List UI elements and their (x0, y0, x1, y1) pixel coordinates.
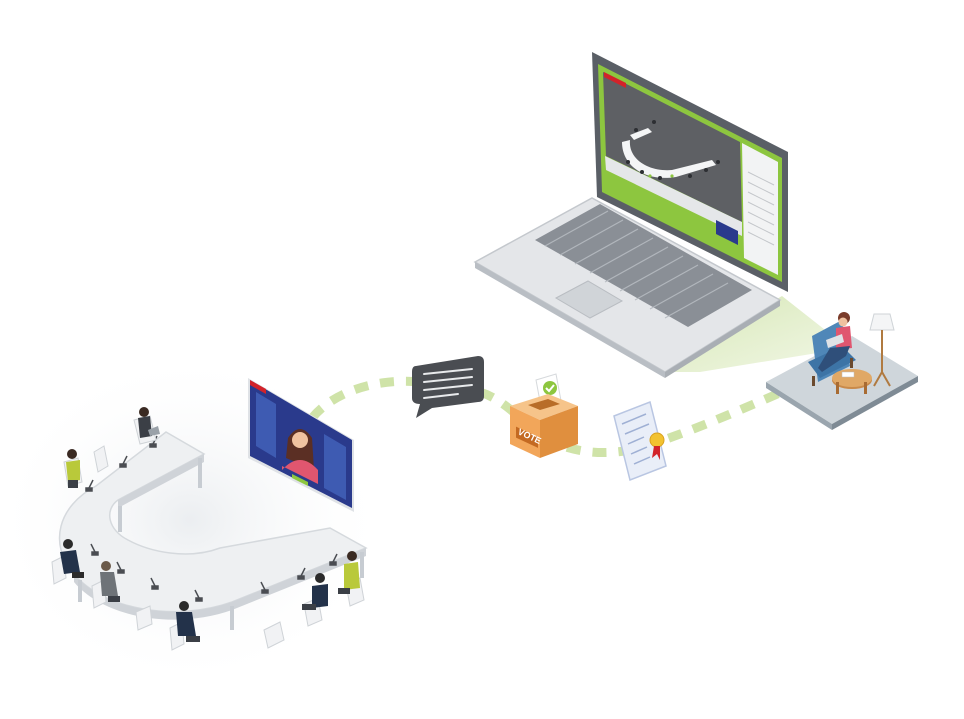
laptop (473, 52, 788, 378)
video-participant (282, 429, 318, 484)
coffee-table (832, 369, 872, 394)
attendee (91, 561, 120, 609)
u-shaped-conference-table (58, 431, 368, 630)
attendee (302, 573, 328, 627)
keyboard (535, 204, 752, 327)
chairs (93, 445, 285, 649)
app-header-red (604, 72, 626, 88)
remote-attendee (818, 312, 852, 372)
checkmark-icon (543, 381, 557, 395)
connection-path (308, 376, 784, 458)
attendee (338, 551, 365, 607)
attendee (63, 449, 83, 488)
attendee (169, 601, 200, 651)
remote-attendee-room (766, 312, 918, 430)
conference-display (248, 378, 354, 512)
chat-bubble-icon (412, 356, 484, 418)
certificate-icon (613, 400, 667, 482)
trackpad (554, 280, 624, 319)
attendee (51, 539, 84, 585)
ballot-box-icon: VOTE (510, 373, 578, 458)
in-room-attendees (51, 407, 365, 651)
floor-lamp-icon (869, 313, 895, 387)
attendee (133, 407, 160, 445)
